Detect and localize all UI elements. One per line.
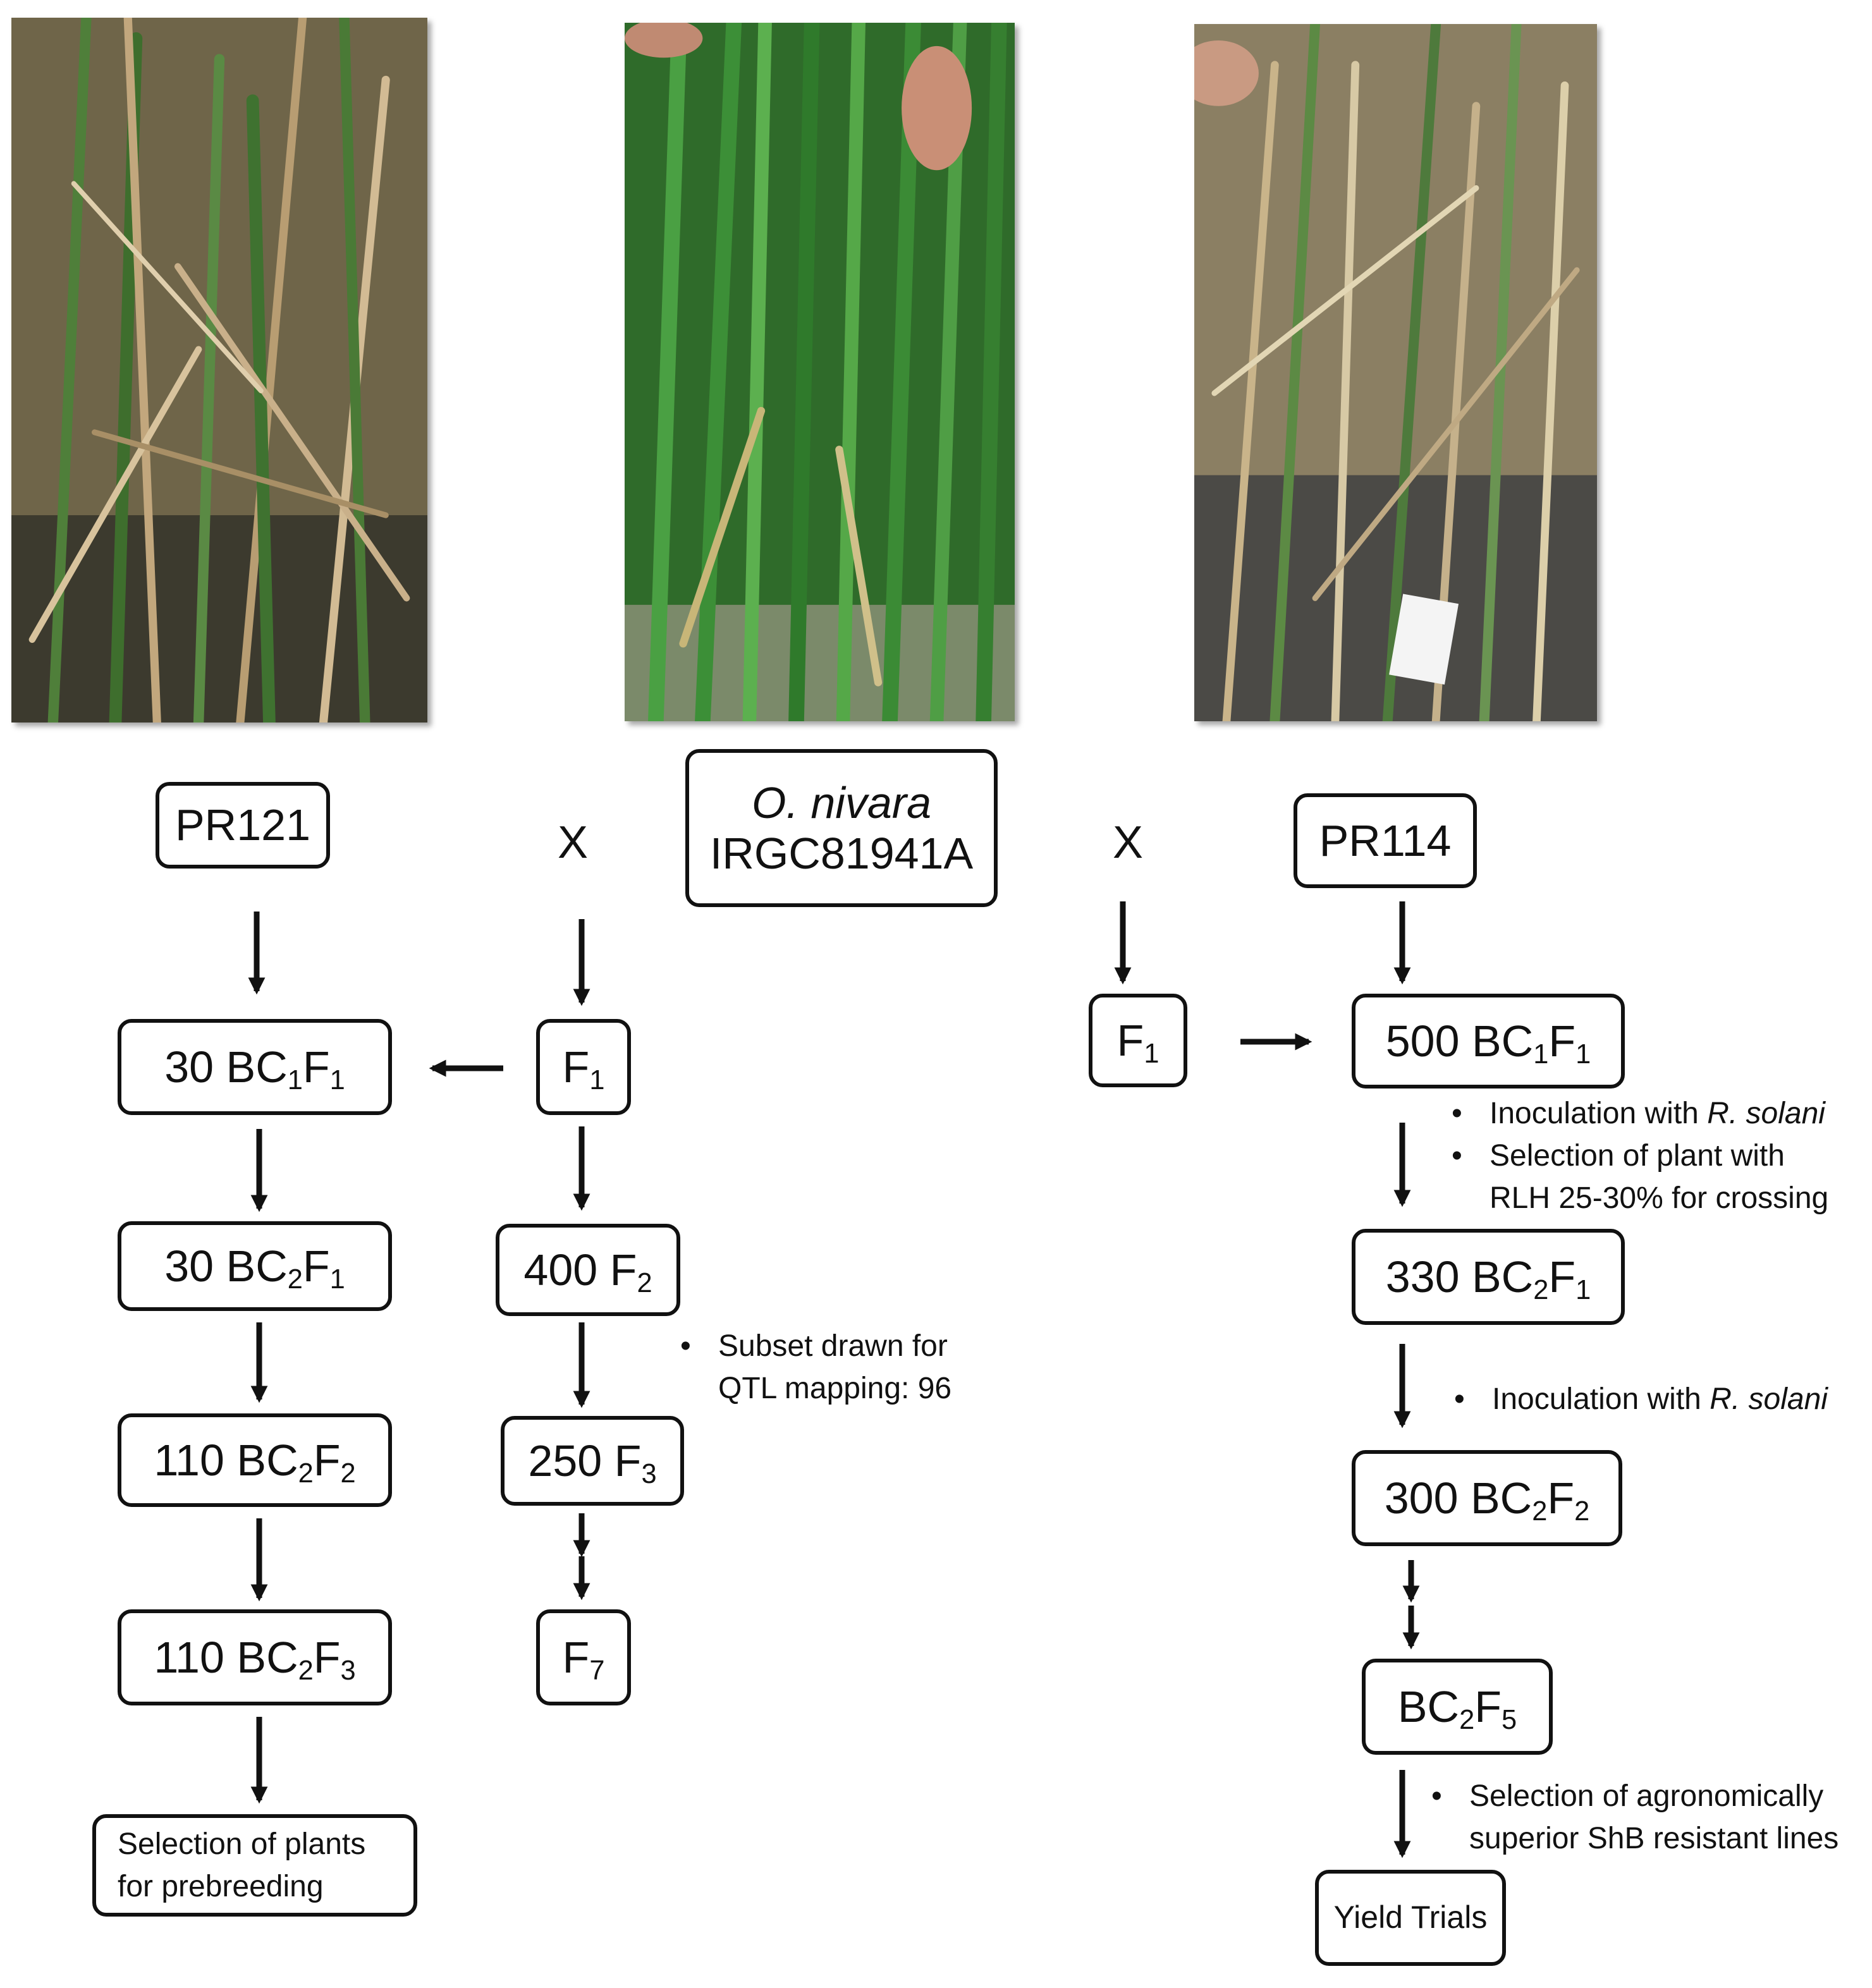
o-nivara-species-label: O. nivara: [752, 778, 931, 827]
yield-trials-box: Yield Trials: [1315, 1870, 1506, 1966]
note1-line3: RLH 25-30% for crossing: [1490, 1181, 1829, 1215]
note1-line2: Selection of plant with: [1490, 1139, 1785, 1173]
right-bc2f1-box: 330 BC2F1: [1352, 1229, 1625, 1325]
left-bc2f1-label: 30 BC2F1: [164, 1241, 345, 1295]
left-bc2f2-label: 110 BC2F2: [154, 1435, 356, 1489]
left-bc2f1-box: 30 BC2F1: [118, 1221, 392, 1311]
mid-f2-box: 400 F2: [496, 1224, 680, 1316]
pr121-plant-photo: [11, 18, 427, 723]
qtl-mapping-note: • Subset drawn for QTL mapping: 96: [680, 1325, 952, 1410]
left-bc1f1-box: 30 BC1F1: [118, 1019, 392, 1115]
mid-f7-label: F7: [562, 1632, 605, 1686]
left-bc2f2-box: 110 BC2F2: [118, 1413, 392, 1507]
left-bc2f3-box: 110 BC2F3: [118, 1609, 392, 1705]
o-nivara-accession-label: IRGC81941A: [709, 829, 974, 878]
right-bc2f1-label: 330 BC2F1: [1385, 1252, 1591, 1305]
right-bc1f1-label: 500 BC1F1: [1385, 1016, 1591, 1070]
qtl-note-bullet: •: [680, 1329, 691, 1363]
note1-line1: Inoculation with R. solani: [1490, 1097, 1825, 1130]
left-bc1f1-label: 30 BC1F1: [164, 1042, 345, 1095]
right-f1-label: F1: [1116, 1015, 1159, 1069]
note1-bullet-b: •: [1452, 1139, 1462, 1173]
mid-f3-box: 250 F3: [501, 1416, 684, 1506]
pr114-parent-box: PR114: [1294, 793, 1477, 888]
note3-line2: superior ShB resistant lines: [1469, 1822, 1839, 1855]
note3-line1: Selection of agronomically: [1469, 1779, 1824, 1813]
qtl-note-line2: QTL mapping: 96: [718, 1372, 952, 1405]
right-bc2f2-box: 300 BC2F2: [1352, 1450, 1622, 1546]
note1-bullet-a: •: [1452, 1097, 1462, 1130]
note2-line: Inoculation with R. solani: [1492, 1382, 1828, 1416]
mid-f1-label: F1: [562, 1042, 605, 1095]
o-nivara-plant-photo: [625, 23, 1015, 721]
note3-bullet: •: [1431, 1779, 1442, 1813]
pr114-plant-photo: [1194, 24, 1597, 721]
o-nivara-parent-box: O. nivara IRGC81941A: [685, 749, 998, 907]
right-f1-box: F1: [1089, 994, 1187, 1087]
right-bc2f2-label: 300 BC2F2: [1384, 1473, 1590, 1527]
mid-f3-label: 250 F3: [528, 1436, 657, 1489]
pr121-label: PR121: [174, 800, 311, 850]
left-bc2f3-label: 110 BC2F3: [154, 1632, 356, 1686]
left-selection-line2: for prebreeding: [118, 1870, 324, 1903]
left-selection-line1: Selection of plants: [118, 1827, 366, 1861]
right-bc2f5-box: BC2F5: [1362, 1659, 1553, 1755]
inoculation-note-2: • Inoculation with R. solani: [1454, 1378, 1828, 1420]
mid-f1-box: F1: [536, 1019, 631, 1115]
inoculation-selection-note: • Inoculation with R. solani • Selection…: [1452, 1092, 1829, 1219]
left-selection-box: Selection of plants for prebreeding: [92, 1814, 417, 1917]
right-bc1f1-box: 500 BC1F1: [1352, 994, 1625, 1089]
mid-f2-label: 400 F2: [523, 1245, 652, 1298]
note2-bullet: •: [1454, 1382, 1465, 1416]
pr121-parent-box: PR121: [156, 782, 330, 869]
right-bc2f5-label: BC2F5: [1397, 1681, 1517, 1735]
mid-f7-box: F7: [536, 1609, 631, 1705]
pr114-label: PR114: [1319, 815, 1452, 865]
cross-symbol-right: X: [1113, 817, 1144, 868]
agronomic-selection-note: • Selection of agronomically superior Sh…: [1431, 1775, 1839, 1860]
cross-symbol-left: X: [558, 817, 589, 868]
qtl-note-line1: Subset drawn for: [718, 1329, 948, 1363]
yield-trials-label: Yield Trials: [1333, 1900, 1488, 1936]
